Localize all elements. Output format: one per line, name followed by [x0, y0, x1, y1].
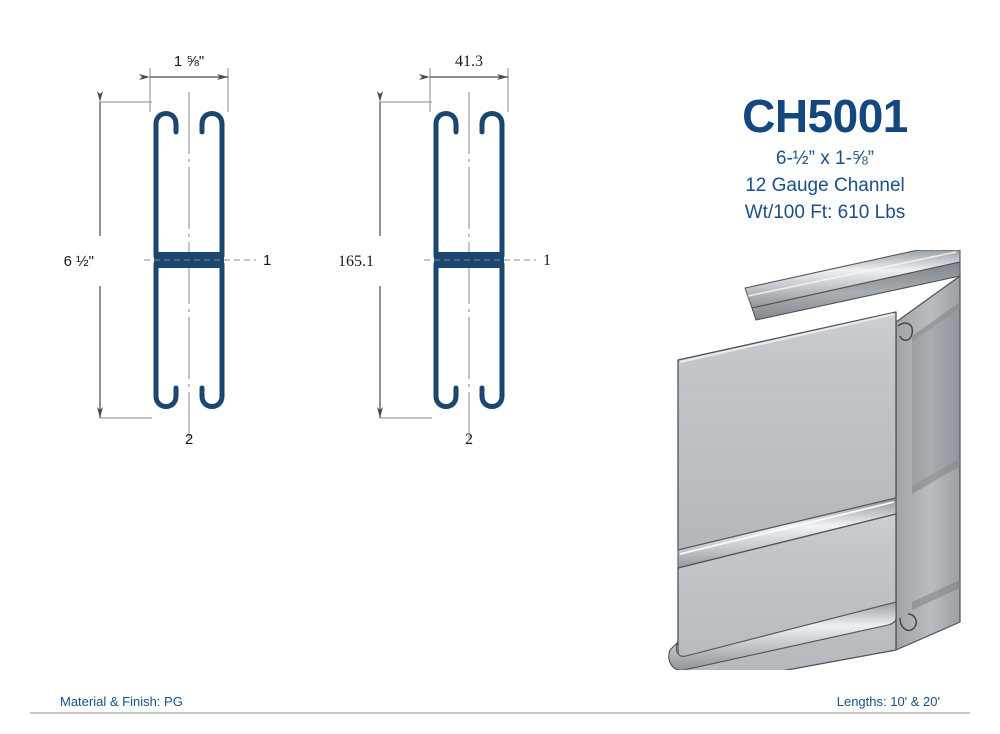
rear-top-lip [744, 250, 961, 309]
metric-leader-2-label: 2 [465, 431, 473, 448]
imperial-width-dimension-text: 1 ⅝" [174, 53, 204, 70]
metric-leader-1-label: 1 [543, 252, 551, 269]
channel-profile [153, 111, 225, 409]
channel-interior-shadow [912, 308, 960, 486]
metric-width-dimension-text: 41.3 [455, 53, 483, 70]
footer-material-finish: Material & Finish: PG [60, 694, 183, 709]
channel-lip-curl-lower [899, 613, 917, 632]
channel-profile-metric [433, 111, 505, 409]
channel-lip-curl-upper [897, 322, 913, 341]
footer-divider [30, 712, 970, 714]
channel-right-side [895, 275, 961, 651]
part-weight: Wt/100 Ft: 610 Lbs [744, 202, 906, 224]
part-number: CH5001 [742, 90, 908, 142]
part-size: 6-½” x 1-⅝” [775, 148, 875, 170]
title-block: CH5001 6-½” x 1-⅝” 12 Gauge Channel Wt/1… [660, 92, 990, 227]
imperial-height-dimension-text: 6 ½" [64, 253, 94, 270]
part-gauge: 12 Gauge Channel [745, 175, 905, 197]
metric-cross-section-drawing: 41.3 165.1 1 2 [340, 53, 551, 448]
imperial-cross-section-drawing: 1 ⅝" 6 ½" [64, 53, 272, 448]
imperial-leader-1-label: 1 [263, 252, 271, 269]
channel-bottom-lip [668, 601, 897, 670]
isometric-channel-rendering [668, 250, 961, 670]
channel-front-face-upper [677, 311, 897, 551]
imperial-leader-2-label: 2 [185, 431, 193, 448]
footer-lengths: Lengths: 10' & 20' [836, 694, 940, 709]
metric-height-dimension-text: 165.1 [340, 253, 374, 270]
